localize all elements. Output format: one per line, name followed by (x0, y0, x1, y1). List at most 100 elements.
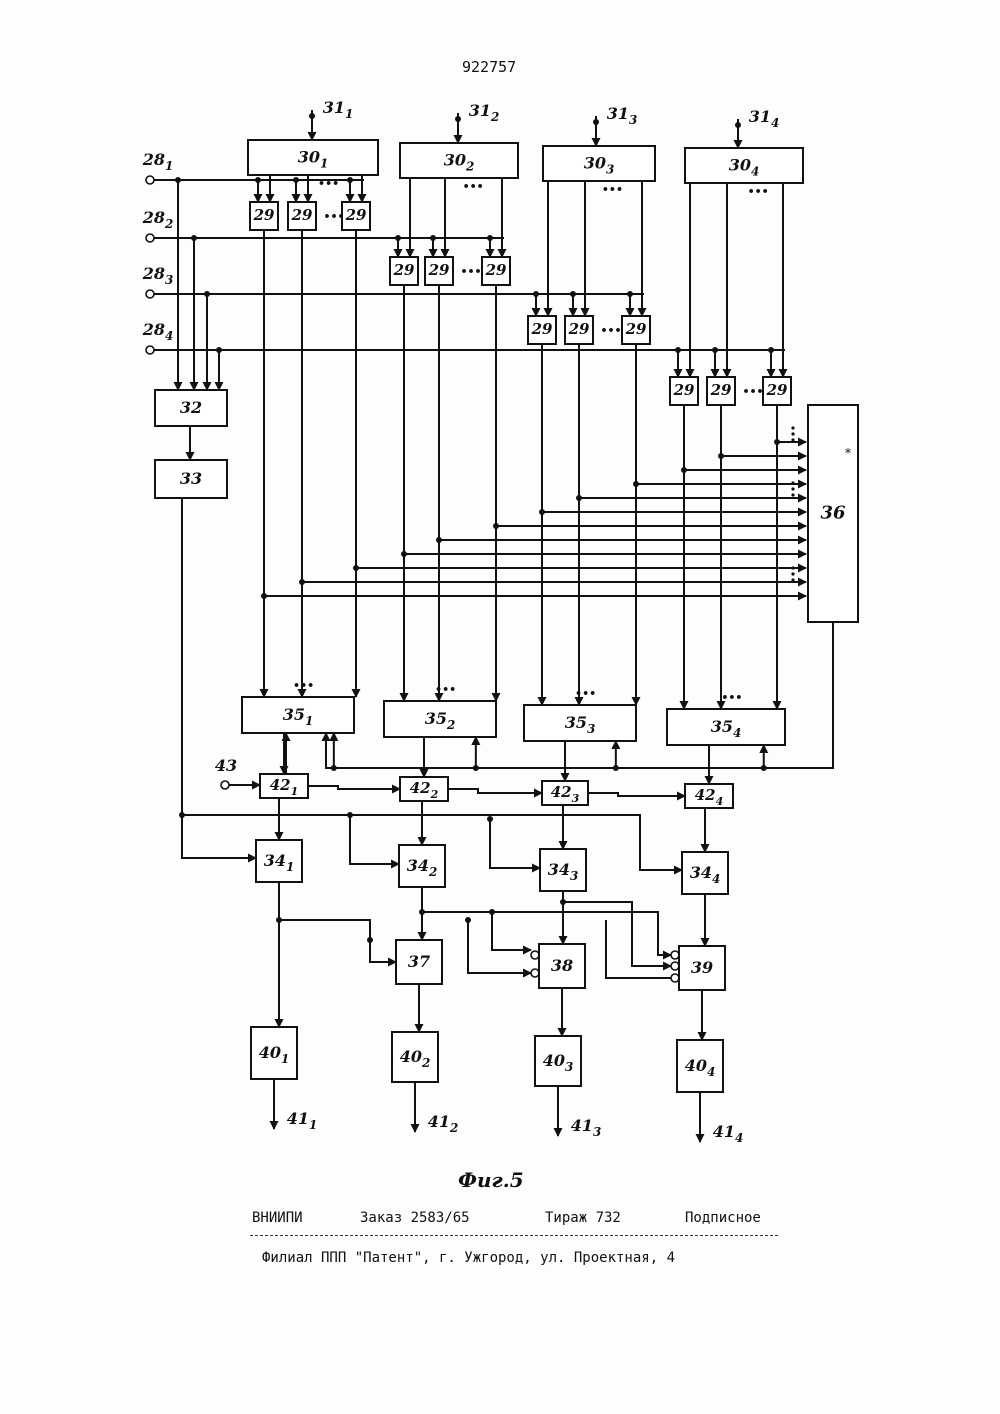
junction-dot (430, 235, 436, 241)
block-diagram: 311301•••312302•••313303•••314304•••2812… (0, 0, 1000, 1160)
comparator-29-4-1-label: 29 (673, 381, 695, 399)
ellipsis-29-4: ••• (742, 385, 763, 398)
junction-dot (436, 537, 442, 543)
junction-dot (261, 593, 267, 599)
vertical-ellipsis-dot (791, 438, 794, 441)
junction-dot (347, 812, 353, 818)
junction-dot (712, 347, 718, 353)
comparator-29-2-3-label: 29 (485, 261, 507, 279)
junction-dot (576, 495, 582, 501)
vertical-ellipsis-dot (791, 426, 794, 429)
wire-87 (468, 920, 531, 973)
input-28-3-label: 283 (142, 264, 174, 287)
wire-68 (588, 793, 685, 796)
imprint-subscription: Подписное (685, 1210, 761, 1226)
junction-dot (633, 481, 639, 487)
wire-66 (448, 789, 542, 793)
block-36-mark: * (845, 446, 851, 460)
ellipsis-35-3: ••• (575, 687, 596, 700)
junction-dot (293, 177, 299, 183)
input-terminal (531, 969, 539, 977)
wire-84 (279, 920, 396, 962)
input-terminal (221, 781, 229, 789)
input-31-3-label: 313 (607, 104, 638, 127)
junction-dot (331, 765, 337, 771)
output-41-1-label: 411 (287, 1109, 318, 1132)
junction-dot (493, 523, 499, 529)
junction-dot (627, 291, 633, 297)
comparator-29-2-1-label: 29 (393, 261, 415, 279)
block-33-label: 33 (180, 469, 202, 488)
junction-dot (401, 551, 407, 557)
junction-dot (675, 347, 681, 353)
ellipsis-30-3: ••• (602, 183, 623, 196)
junction-dot (774, 439, 780, 445)
junction-dot (395, 235, 401, 241)
vertical-ellipsis-dot (791, 432, 794, 435)
comparator-29-1-1-label: 29 (253, 206, 275, 224)
junction-dot (191, 235, 197, 241)
junction-dot (175, 177, 181, 183)
junction-dot (204, 291, 210, 297)
block-36-label: 36 (820, 503, 846, 524)
figure-caption: Фиг.5 (458, 1168, 524, 1192)
input-terminal (146, 176, 154, 184)
input-28-4-label: 284 (142, 320, 174, 343)
ellipsis-29-2: ••• (460, 265, 481, 278)
imprint-divider (250, 1235, 778, 1236)
imprint-order: Заказ 2583/65 (360, 1210, 470, 1226)
comparator-29-3-3-label: 29 (625, 320, 647, 338)
input-terminal (146, 290, 154, 298)
imprint-print-run: Тираж 732 (545, 1210, 621, 1226)
comparator-29-1-2-label: 29 (291, 206, 313, 224)
block-32-label: 32 (180, 398, 202, 417)
junction-dot (255, 177, 261, 183)
ellipsis-29-3: ••• (600, 324, 621, 337)
input-terminal (671, 974, 679, 982)
input-terminal (146, 234, 154, 242)
junction-dot (309, 113, 315, 119)
junction-dot (455, 116, 461, 122)
junction-dot (216, 347, 222, 353)
output-41-2-label: 412 (428, 1112, 459, 1135)
input-28-1-label: 281 (142, 150, 174, 173)
junction-dot (761, 765, 767, 771)
wire-81 (350, 815, 399, 864)
block-37-label: 37 (408, 952, 430, 971)
input-terminal (671, 962, 679, 970)
comparator-29-3-2-label: 29 (568, 320, 590, 338)
junction-dot (560, 899, 566, 905)
junction-dot (681, 467, 687, 473)
junction-dot (533, 291, 539, 297)
junction-dot (353, 565, 359, 571)
wire-92 (606, 920, 671, 978)
junction-dot (593, 119, 599, 125)
wire-82 (490, 819, 540, 868)
output-41-3-label: 413 (571, 1116, 602, 1139)
junction-dot (347, 177, 353, 183)
input-terminal (671, 951, 679, 959)
junction-dot (465, 917, 471, 923)
output-41-4-label: 414 (713, 1122, 744, 1145)
junction-dot (613, 765, 619, 771)
comparator-29-1-3-label: 29 (345, 206, 367, 224)
ellipsis-35-2: ••• (435, 683, 456, 696)
input-terminal (146, 346, 154, 354)
junction-dot (768, 347, 774, 353)
wire-88 (492, 912, 531, 950)
comparator-29-4-2-label: 29 (710, 381, 732, 399)
vertical-ellipsis-dot (791, 566, 794, 569)
imprint-branch: Филиал ППП "Патент", г. Ужгород, ул. Про… (262, 1250, 675, 1266)
vertical-ellipsis-dot (791, 493, 794, 496)
input-terminal (531, 951, 539, 959)
input-31-2-label: 312 (469, 101, 500, 124)
junction-dot (539, 509, 545, 515)
input-31-4-label: 314 (749, 107, 780, 130)
comparator-29-3-1-label: 29 (531, 320, 553, 338)
wire-79 (182, 498, 256, 858)
vertical-ellipsis-dot (791, 578, 794, 581)
input-28-2-label: 282 (142, 208, 174, 231)
vertical-ellipsis-dot (791, 481, 794, 484)
block-39-label: 39 (691, 958, 713, 977)
junction-dot (276, 917, 282, 923)
